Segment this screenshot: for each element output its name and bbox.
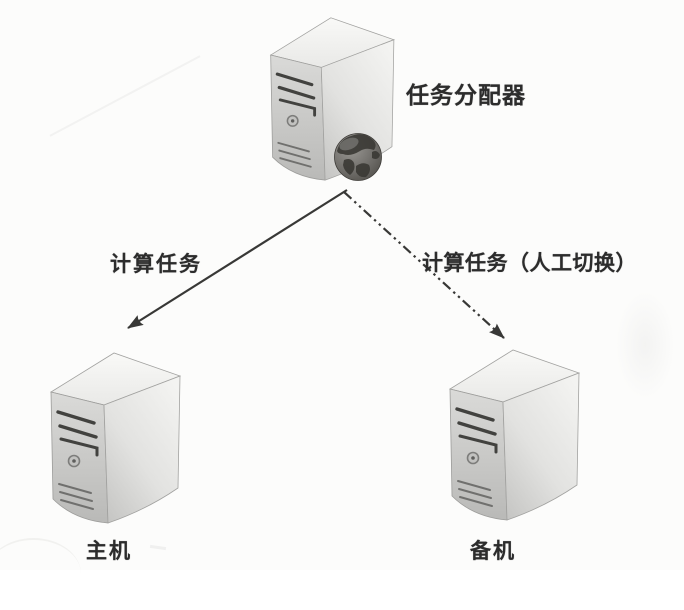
primary-label: 主机: [86, 540, 132, 563]
primary-server-icon: [49, 351, 182, 525]
edge-dispatcher-to-backup: [343, 191, 505, 339]
backup-server-icon: [448, 348, 581, 522]
globe-icon: [334, 133, 382, 181]
dispatcher-label: 任务分配器: [406, 82, 526, 108]
edge-primary-label: 计算任务: [110, 253, 202, 276]
edge-dispatcher-to-primary: [127, 189, 348, 329]
dash-dot-arrow-line: [343, 191, 505, 339]
edge-backup-label: 计算任务（人工切换）: [422, 252, 637, 275]
topology-diagram: [49, 16, 581, 525]
solid-arrow-line: [127, 189, 348, 329]
scanned-diagram-page: 任务分配器 计算任务 计算任务（人工切换） 主机 备机: [0, 16, 675, 563]
backup-label: 备机: [470, 540, 516, 563]
